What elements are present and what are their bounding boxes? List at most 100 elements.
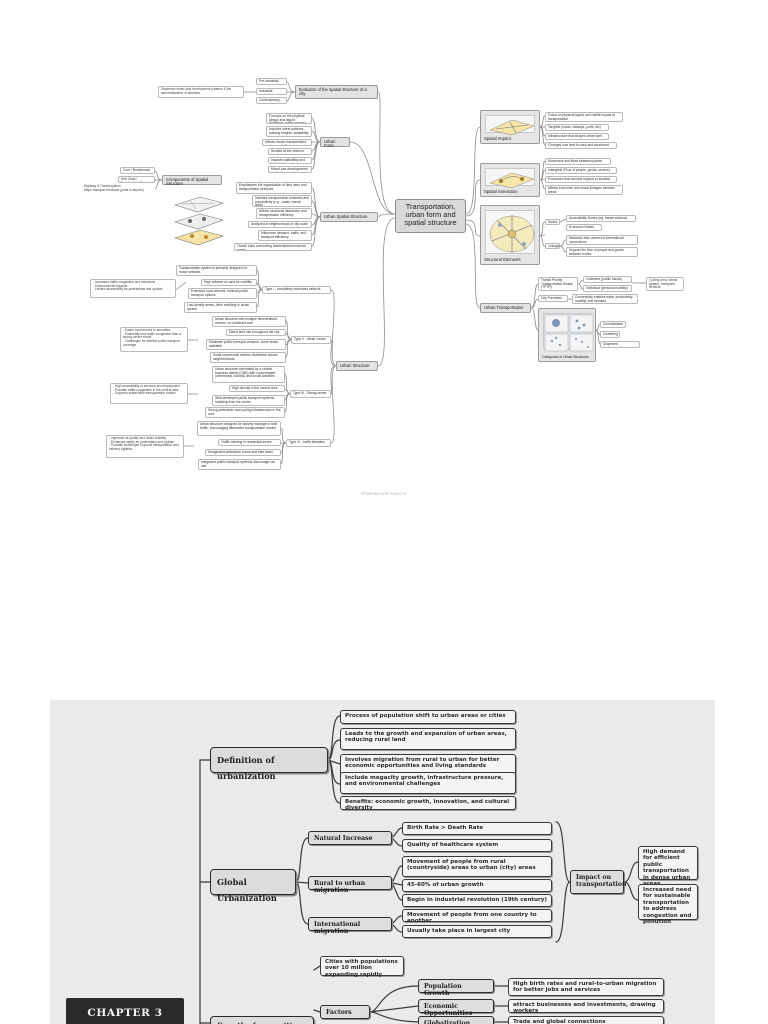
impact-item[interactable]: Increased need for sustainable transport… [638, 884, 698, 925]
rural-migration-item[interactable]: 45-60% of urban growth [402, 879, 552, 892]
international-migration-item[interactable]: Usually take place in largest city [402, 925, 552, 938]
definition-item[interactable]: Benefits: economic growth, innovation, a… [340, 796, 516, 811]
definition-item[interactable]: Leads to the growth and expansion of urb… [340, 728, 516, 750]
spatial-interaction-item[interactable]: Processes that connect regions or locati… [545, 176, 617, 183]
spatial-imprint-item[interactable]: Focus on physical layout and visible imp… [545, 112, 623, 122]
spatial-interaction-topic[interactable]: Spatial Interaction [480, 163, 540, 197]
urban-spatial-item[interactable]: Analyzed at neighborhood or city scale [248, 221, 312, 228]
international-migration-label[interactable]: International migration [308, 917, 392, 935]
category-item[interactable]: Dispersed development [600, 341, 640, 348]
factor-item[interactable]: High birth rates and rural-to-urban migr… [508, 978, 664, 996]
central-topic[interactable]: Transportation, urban form and spatial s… [395, 199, 466, 233]
spatial-interaction-item[interactable]: Movement and flows between places [545, 158, 611, 165]
natural-increase-item[interactable]: Birth Rate > Death Rate [402, 822, 552, 835]
evolution-note[interactable]: Dispersed urban land development pattern… [158, 86, 244, 98]
type-iv-item[interactable]: Traffic calming in residential zones [218, 439, 281, 446]
city-functions-sub-item[interactable]: Connectivity enables trade, productivity… [572, 294, 638, 304]
urban-form-item[interactable]: Studied at the street or block level [268, 148, 312, 155]
rural-migration-item[interactable]: Begin in industrial revolution (19th cen… [402, 894, 552, 907]
urban-spatial-item[interactable]: Emphasizes the organization of land uses… [236, 182, 312, 194]
structural-elements-topic[interactable]: Structural Elements [480, 205, 540, 265]
urban-spatial-topic[interactable]: Urban Spatial Structure [320, 212, 378, 222]
evolution-item[interactable]: Contemporary era [256, 97, 287, 104]
type-i-item[interactable]: High reliance on cars for mobility [201, 279, 257, 286]
growth-item[interactable]: Cities with populations over 10 million … [320, 956, 404, 978]
international-migration-item[interactable]: Movement of people from one country to a… [402, 909, 552, 924]
type-i-note[interactable]: - Increased traffic congestion and emiss… [90, 279, 176, 298]
urban-structure-topic[interactable]: Urban Structure [336, 361, 378, 371]
spatial-imprint-topic[interactable]: Spatial Imprint [480, 110, 540, 144]
categories-topic[interactable]: Categories of Urban Structures [538, 308, 596, 362]
definition-topic[interactable]: Definition of urbanization [210, 747, 328, 781]
natural-increase-item[interactable]: Quality of healthcare system [402, 839, 552, 852]
type-iii-item[interactable]: Urban structure dominated by a central b… [212, 366, 285, 383]
type-iv-item[interactable]: Designated pedestrian zones and bike lan… [205, 449, 281, 456]
urban-form-item[interactable]: Affects visual characteristics and acces… [262, 139, 312, 146]
evolution-item[interactable]: Pre-industrial era [256, 78, 287, 85]
spatial-interaction-item[interactable]: Affects economic and social linkages bet… [545, 185, 623, 195]
type-iv-item[interactable]: Integrated public transport systems disc… [198, 459, 281, 470]
city-functions-item[interactable]: City Functions [538, 295, 568, 302]
components-topic[interactable]: Components of Spatial Structure [162, 175, 222, 186]
factor-label[interactable]: Globalization [418, 1016, 494, 1024]
factor-item[interactable]: attract businesses and investments, draw… [508, 999, 664, 1014]
natural-increase-label[interactable]: Natural Increase [308, 831, 392, 845]
urban-transportation-topic[interactable]: Urban Transportation [480, 303, 531, 313]
type-ii-item[interactable]: Urban structure with multiple decentrali… [212, 316, 286, 327]
global-urbanization-topic[interactable]: Global Urbanization [210, 869, 296, 903]
factor-item[interactable]: Trade and global connections [508, 1016, 664, 1024]
type-iii-label[interactable]: Type III - Strong center [290, 390, 331, 398]
rural-migration-label[interactable]: Rural to urban migration [308, 876, 392, 894]
components-item[interactable]: Hub Zone / Employment Zone [118, 176, 155, 183]
impact-topic[interactable]: Impact on transportation [570, 870, 627, 894]
urban-spatial-item[interactable]: Transit hubs connecting residential/comm… [234, 243, 312, 251]
nodes-label[interactable]: Nodes [545, 219, 560, 225]
factor-label[interactable]: Population Growth [418, 979, 494, 997]
type-ii-note[interactable]: - Easier local access to amenities - Pot… [120, 327, 188, 352]
category-item[interactable]: Centralization [600, 321, 626, 328]
type-ii-label[interactable]: Type II - Weak Center [291, 336, 331, 344]
tptr-note[interactable]: Cycling area, transit system, transports… [646, 277, 684, 291]
type-i-item[interactable]: Low-density areas, often resulting in ur… [184, 302, 257, 313]
type-iii-item[interactable]: Well-developed public transport systems … [212, 395, 285, 406]
urban-form-item[interactable]: Impacts walkability and livability (micr… [268, 157, 312, 164]
impact-item[interactable]: High demand for efficient public transpo… [638, 846, 698, 887]
definition-item[interactable]: Include megacity growth, infrastructure … [340, 772, 516, 794]
linkages-item[interactable]: Support the flow of people and goods bet… [566, 247, 638, 257]
urban-spatial-item[interactable]: Includes transportation networks and con… [252, 195, 312, 207]
type-i-item[interactable]: Extensive road network, minimal public t… [188, 288, 257, 299]
spatial-interaction-item[interactable]: Intangible (Flow of people, goods, servi… [545, 167, 617, 174]
type-ii-item[interactable]: Small commercial centers distributed acr… [210, 352, 286, 363]
tptr-sub-item[interactable]: Individual (personal mobility) [583, 285, 632, 292]
definition-item[interactable]: Process of population shift to urban are… [340, 710, 516, 724]
type-ii-item[interactable]: Moderate public transport reliance, some… [206, 339, 286, 350]
type-i-item[interactable]: Transportation system is primarily desig… [176, 265, 257, 276]
definition-item[interactable]: Involves migration from rural to urban f… [340, 754, 516, 776]
urban-form-item[interactable]: Includes street patterns, building heigh… [266, 126, 312, 137]
tptr-item[interactable]: Transit Priority Transportation Roads (T… [538, 277, 578, 291]
factor-label[interactable]: Economic Opportunities [418, 999, 494, 1017]
urban-form-item[interactable]: Focuses on the physical design and layou… [266, 113, 312, 124]
type-iv-note[interactable]: - Improved air quality and urban livabil… [106, 435, 184, 458]
category-item[interactable]: Clustering [600, 331, 620, 338]
type-iv-item[interactable]: Urban structure designed for actively ma… [197, 421, 281, 436]
urban-spatial-item[interactable]: Influences demand, traffic, and transpor… [258, 230, 312, 241]
rural-migration-item[interactable]: Movement of people from rural (countrysi… [402, 856, 552, 877]
urban-form-item[interactable]: Mixed-use developments (walkable areas) [268, 166, 312, 173]
evolution-item[interactable]: Industrial revolution [256, 88, 287, 95]
factors-label[interactable]: Factors [320, 1005, 370, 1019]
spatial-imprint-item[interactable]: Tangible (roads, railways, ports, etc) [545, 124, 609, 131]
linkages-item[interactable]: Networks that connect & international co… [566, 235, 638, 245]
type-iii-note[interactable]: - High accessibility to services and emp… [110, 383, 188, 404]
type-ii-item[interactable]: Mixed land use throughout the city [226, 329, 286, 336]
type-iii-item[interactable]: Strong pedestrian and cycling infrastruc… [205, 407, 285, 418]
evolution-topic[interactable]: Evolution of the spatial structure of a … [295, 85, 378, 99]
nodes-item[interactable]: Economic Nodes [566, 224, 602, 231]
spatial-imprint-item[interactable]: Changes how land is used and structured [545, 142, 617, 149]
urban-form-topic[interactable]: Urban Form [320, 137, 350, 148]
nodes-item[interactable]: Accessibility Nodes (eg. transit station… [566, 215, 636, 222]
type-iii-item[interactable]: High density in the central area [229, 385, 285, 392]
linkages-label[interactable]: Linkages [545, 243, 560, 249]
growth-topic[interactable]: Growth of megacities [210, 1016, 314, 1024]
type-i-label[interactable]: Type I - completely motorized network [262, 286, 331, 294]
